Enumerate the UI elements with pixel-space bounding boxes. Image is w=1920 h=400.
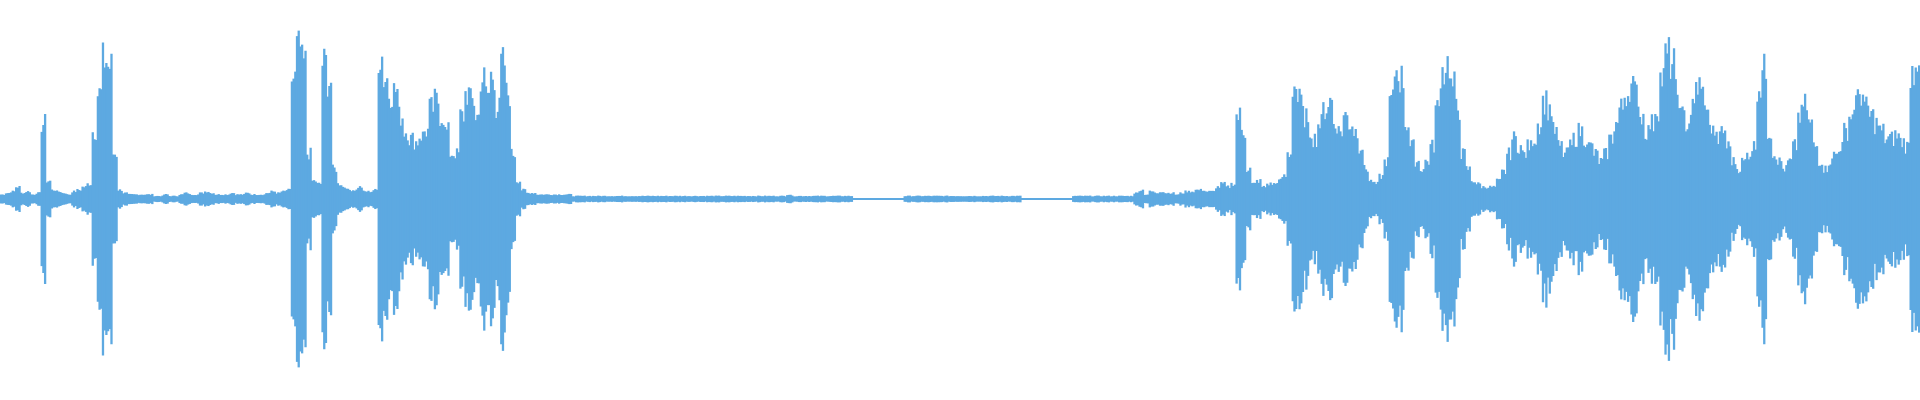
waveform-bars <box>0 30 1920 368</box>
